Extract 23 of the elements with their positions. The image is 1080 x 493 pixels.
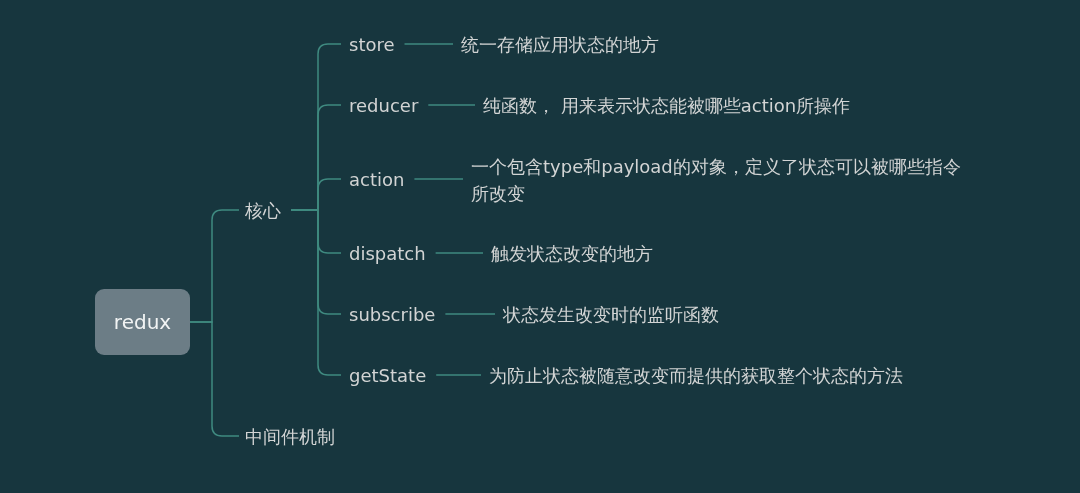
mindmap-topic-text: subscribe [347, 300, 438, 328]
mindmap-topic-text: store [347, 30, 397, 58]
mindmap-topic-text: dispatch [347, 239, 428, 267]
mindmap-topic-text: action [347, 165, 407, 193]
mindmap-topic-text: 状态发生改变时的监听函数 [501, 300, 721, 328]
root-node-box: redux [95, 289, 190, 355]
mindmap-topic-text: 触发状态改变的地方 [489, 239, 655, 267]
connector-line [290, 209, 342, 376]
mindmap-topic-text: 核心 [243, 196, 283, 224]
mindmap-topic-text: 中间件机制 [243, 422, 337, 450]
mindmap-topic-text: 统一存储应用状态的地方 [459, 30, 661, 58]
connector-line [403, 43, 454, 45]
mindmap-topic-text: 一个包含type和payload的对象，定义了状态可以被哪些指令所改变 [469, 153, 978, 207]
connector-line [427, 104, 476, 106]
connector-line [189, 321, 240, 437]
connector-line [435, 374, 482, 376]
mindmap-topic-text: 为防止状态被随意改变而提供的获取整个状态的方法 [487, 361, 905, 389]
mindmap-topic-text: 纯函数， 用来表示状态能被哪些action所操作 [481, 91, 853, 119]
connector-line [413, 178, 464, 180]
connector-line [434, 252, 484, 254]
mindmap-topic-text: reducer [347, 91, 421, 119]
mindmap-topic-text: getState [347, 361, 429, 389]
connector-line [444, 313, 496, 315]
